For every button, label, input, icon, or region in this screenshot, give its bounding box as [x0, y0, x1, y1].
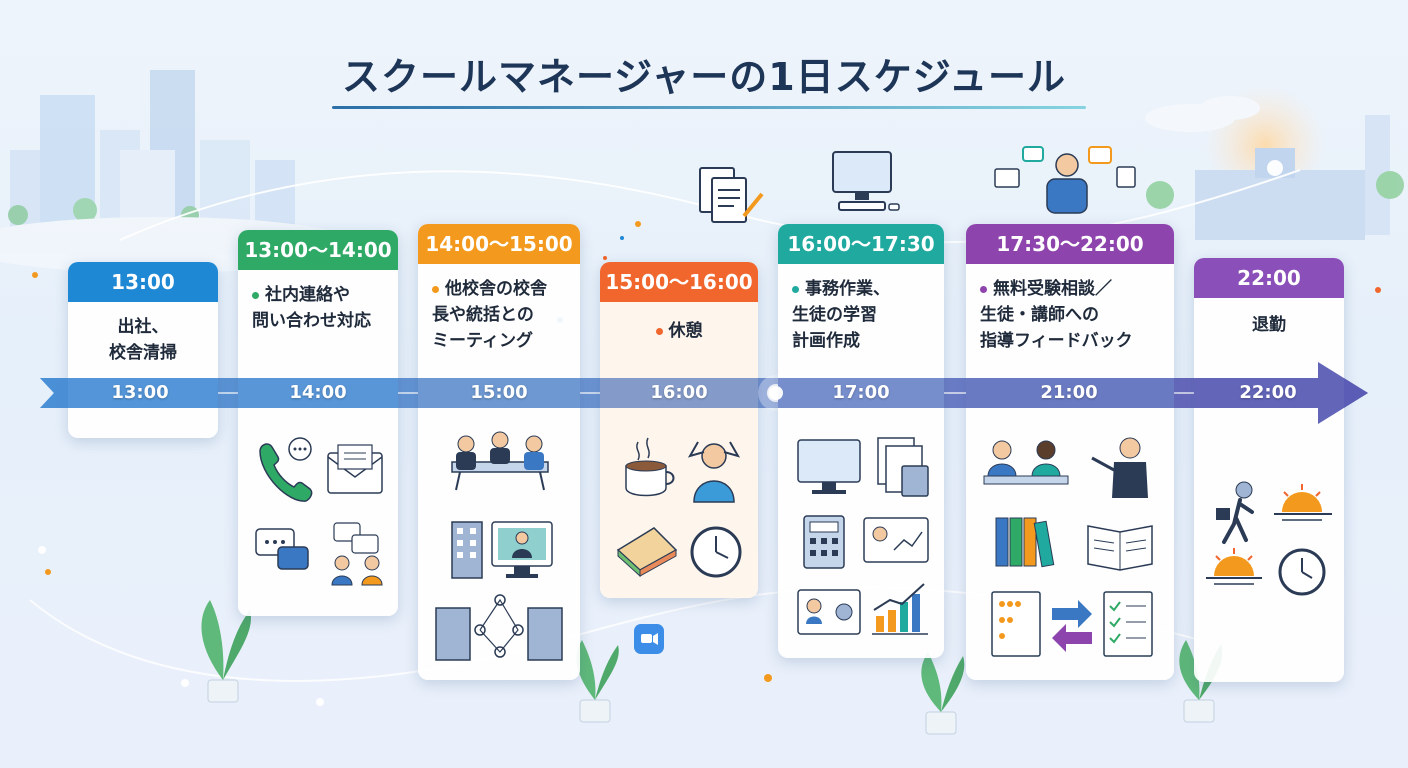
walking-person-icon	[1216, 481, 1254, 544]
card-task-label: 休憩	[668, 321, 703, 341]
books-icon	[995, 517, 1055, 568]
card-task-text: 社内連絡や 問い合わせ対応	[252, 282, 390, 334]
bullet-dot	[980, 285, 987, 293]
timeline-tick: 21:00	[1040, 382, 1098, 403]
potted-plant-1	[201, 600, 251, 703]
rating-checklist-icon	[991, 591, 1041, 657]
schedule-card-1300: 13:00 出社、 校舎清掃	[68, 262, 218, 438]
schedule-card-1400-1500: 14:00〜15:00 他校舎の校舎 長や統括との ミーティング	[418, 224, 580, 680]
bullet-dot	[655, 327, 663, 335]
card-time-header: 14:00〜15:00	[418, 224, 580, 264]
office-building-icon	[451, 521, 483, 579]
card-icons-group	[797, 437, 929, 635]
profile-card-icon	[797, 589, 861, 635]
id-card-chart-icon	[863, 517, 929, 563]
card-task-label: 事務作業、 生徒の学習 計画作成	[792, 279, 890, 351]
card-time-header: 17:30〜22:00	[966, 224, 1174, 264]
bar-chart-icon	[872, 583, 928, 635]
card-task-text: 出社、 校舎清掃	[109, 317, 177, 363]
timeline-tick: 22:00	[1239, 382, 1297, 403]
students-studying-icon	[983, 440, 1069, 485]
chat-bubbles-icon	[255, 528, 309, 570]
schedule-card-1500-1600: 15:00〜16:00 休憩	[600, 262, 758, 598]
card-task-label: 社内連絡や 問い合わせ対応	[252, 285, 371, 331]
monitor-icon	[797, 439, 861, 494]
card-task-text: 退勤	[1252, 315, 1286, 335]
card-time-header: 15:00〜16:00	[600, 262, 758, 302]
schedule-card-1600-1730: 16:00〜17:30 事務作業、 生徒の学習 計画作成	[778, 224, 944, 658]
title-underline	[332, 106, 1086, 109]
schedule-card-1300-1400: 13:00〜14:00 社内連絡や 問い合わせ対応	[238, 230, 398, 616]
open-book-icon	[1087, 525, 1153, 571]
meeting-table-icon	[451, 431, 549, 491]
bullet-dot	[252, 291, 259, 299]
page-title: スクールマネージャーの1日スケジュール	[341, 55, 1067, 99]
timeline-tick: 15:00	[470, 382, 528, 403]
calculator-icon	[803, 515, 845, 569]
potted-plant-3	[921, 652, 965, 735]
timeline-tick: 16:00	[650, 382, 708, 403]
bullet-dot	[792, 285, 799, 293]
speech-bubble-icon	[288, 437, 312, 461]
building-network-icon	[435, 594, 563, 661]
card-task-label: 無料受験相談／ 生徒・講師への 指導フィードバック	[980, 279, 1133, 351]
sunset-icon	[1274, 484, 1332, 521]
phone-icon	[259, 443, 313, 502]
consultation-scene-icon	[994, 146, 1136, 214]
timeline-tick: 17:00	[832, 382, 890, 403]
clock-icon	[1278, 548, 1326, 596]
card-time-header: 13:00〜14:00	[238, 230, 398, 270]
sandwich-icon	[616, 527, 678, 578]
stretching-person-icon	[687, 441, 741, 503]
timeline-tick: 13:00	[111, 382, 169, 403]
documents-calculator-icon	[877, 437, 929, 497]
people-talking-icon	[331, 522, 383, 586]
documents-pen-icon	[699, 167, 764, 223]
card-task-text: 休憩	[608, 318, 750, 344]
mail-icon	[327, 444, 383, 494]
video-call-icon	[491, 521, 553, 578]
card-icons-group	[1206, 481, 1332, 596]
card-task-text: 事務作業、 生徒の学習 計画作成	[792, 276, 936, 354]
card-time-header: 16:00〜17:30	[778, 224, 944, 264]
school-building-right	[1145, 85, 1404, 240]
timeline-tick: 14:00	[289, 382, 347, 403]
checklist-icon	[1103, 591, 1153, 657]
clock-icon	[690, 526, 742, 578]
card-task-text: 無料受験相談／ 生徒・講師への 指導フィードバック	[980, 276, 1166, 354]
card-icons-group	[255, 437, 383, 586]
card-time-header: 13:00	[68, 262, 218, 302]
schedule-card-2200: 22:00 退勤	[1194, 258, 1344, 682]
coffee-cup-icon	[625, 437, 675, 497]
bullet-dot	[432, 285, 439, 293]
exchange-arrows-icon	[1052, 600, 1092, 652]
desktop-computer-icon	[832, 151, 900, 211]
schedule-card-1730-2200: 17:30〜22:00 無料受験相談／ 生徒・講師への 指導フィードバック	[966, 224, 1174, 680]
card-icons-group	[616, 437, 742, 578]
teacher-icon	[1091, 437, 1148, 498]
sunrise-icon	[1206, 548, 1262, 585]
card-icons-group	[435, 431, 563, 661]
potted-plant-2	[576, 640, 619, 723]
card-time-header: 22:00	[1194, 258, 1344, 298]
card-icons-group	[983, 437, 1153, 657]
card-task-text: 他校舎の校舎 長や統括との ミーティング	[432, 276, 572, 354]
card-task-label: 他校舎の校舎 長や統括との ミーティング	[432, 279, 547, 351]
